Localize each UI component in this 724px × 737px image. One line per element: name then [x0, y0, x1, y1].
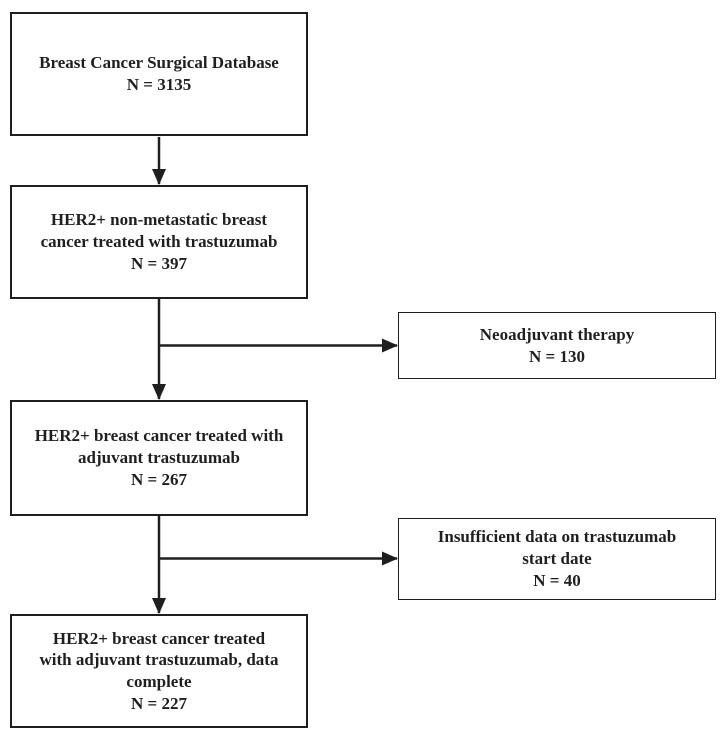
node-label: Breast Cancer Surgical Database [39, 53, 279, 73]
node-surgical-database: Breast Cancer Surgical Database N = 3135 [10, 12, 308, 136]
node-label: Insufficient data on trastuzumab start d… [437, 527, 677, 569]
node-count: N = 130 [529, 346, 585, 366]
node-label: HER2+ non-metastatic breast cancer treat… [40, 210, 278, 252]
node-her2-nonmetastatic: HER2+ non-metastatic breast cancer treat… [10, 185, 308, 299]
node-label: HER2+ breast cancer treated with adjuvan… [39, 628, 279, 692]
node-insufficient-data: Insufficient data on trastuzumab start d… [398, 518, 716, 600]
node-count: N = 227 [131, 693, 187, 713]
node-count: N = 40 [533, 570, 581, 590]
node-label: Neoadjuvant therapy [479, 324, 635, 344]
node-neoadjuvant-therapy: Neoadjuvant therapy N = 130 [398, 312, 716, 379]
node-label: HER2+ breast cancer treated with adjuvan… [34, 426, 284, 468]
node-count: N = 3135 [126, 75, 192, 94]
node-adjuvant-trastuzumab: HER2+ breast cancer treated with adjuvan… [10, 400, 308, 516]
node-count: N = 267 [131, 469, 187, 489]
node-data-complete: HER2+ breast cancer treated with adjuvan… [10, 614, 308, 728]
node-count: N = 397 [131, 253, 187, 273]
